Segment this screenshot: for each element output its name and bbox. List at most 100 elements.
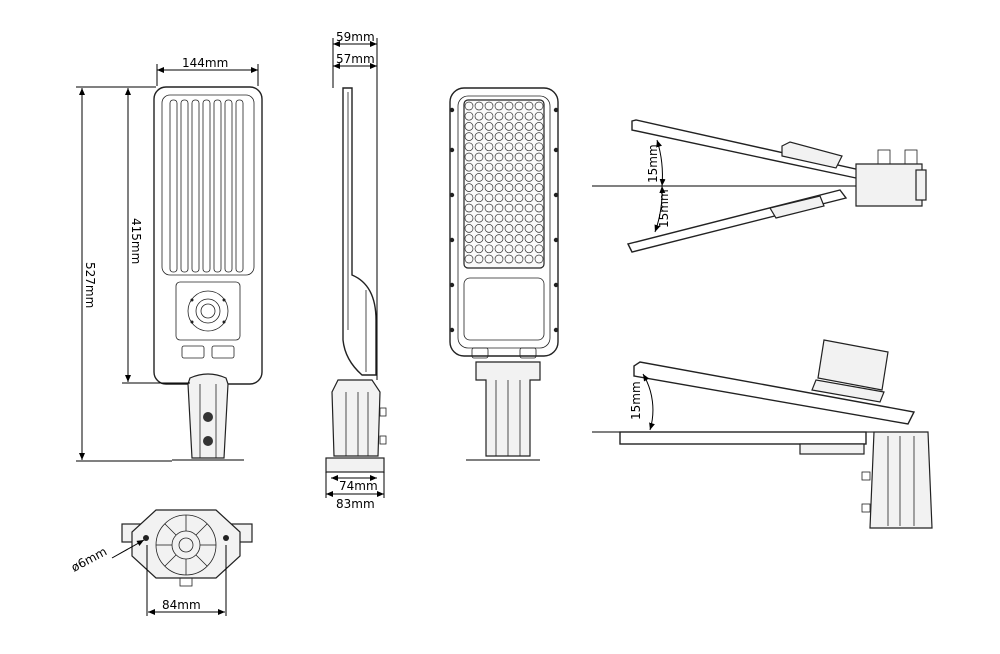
- led-chip: [534, 111, 544, 121]
- led-chip: [494, 244, 504, 254]
- led-chip: [514, 132, 524, 141]
- led-chip: [514, 193, 524, 203]
- led-chip: [474, 122, 484, 131]
- led-chip: [464, 193, 474, 203]
- led-chip: [464, 234, 474, 243]
- led-chip: [464, 244, 474, 254]
- led-chip: [464, 132, 474, 141]
- dimension-527mm: 527mm: [83, 262, 97, 308]
- led-chip: [474, 254, 484, 264]
- led-chip: [534, 213, 544, 223]
- tilt-view-double: 15mm 15mm: [592, 119, 927, 253]
- led-chip: [494, 132, 504, 141]
- led-chip: [504, 193, 514, 203]
- led-chip: [484, 101, 494, 111]
- led-chip: [484, 224, 494, 233]
- led-chip: [474, 213, 484, 223]
- led-chip: [474, 244, 484, 254]
- led-chip: [524, 111, 534, 121]
- dimension-57mm: 57mm: [336, 52, 375, 66]
- led-chip: [464, 142, 474, 152]
- led-chip: [484, 234, 494, 243]
- led-chip: [524, 101, 534, 111]
- led-chip: [514, 203, 524, 213]
- led-chip: [524, 213, 534, 223]
- led-chip: [494, 234, 504, 243]
- dimension-hole-6mm: ø6mm: [69, 544, 109, 574]
- led-chip: [464, 224, 474, 233]
- led-chip: [504, 101, 514, 111]
- led-chip: [514, 183, 524, 192]
- led-chip: [484, 173, 494, 182]
- led-chip: [484, 244, 494, 254]
- led-chip: [474, 132, 484, 141]
- led-chip: [504, 183, 514, 192]
- led-chip: [484, 213, 494, 223]
- led-chip: [474, 183, 484, 192]
- led-chip: [494, 203, 504, 213]
- led-chip: [494, 162, 504, 172]
- led-chip: [534, 101, 544, 111]
- screw-dot: [449, 282, 455, 288]
- screw-dot: [449, 147, 455, 153]
- led-chip: [504, 254, 514, 264]
- led-chip: [484, 132, 494, 141]
- led-chip: [484, 111, 494, 121]
- led-chip: [484, 152, 494, 162]
- led-chip: [514, 111, 524, 121]
- led-chip: [484, 193, 494, 203]
- led-array: [464, 101, 544, 264]
- led-chip: [524, 224, 534, 233]
- led-chip: [514, 152, 524, 162]
- screw-dot: [449, 327, 455, 333]
- led-chip: [484, 142, 494, 152]
- led-chip: [504, 142, 514, 152]
- led-chip: [524, 203, 534, 213]
- led-chip: [464, 122, 474, 131]
- led-chip: [534, 244, 544, 254]
- led-chip: [524, 173, 534, 182]
- dimension-83mm: 83mm: [336, 497, 375, 511]
- led-chip: [464, 203, 474, 213]
- led-chip: [534, 142, 544, 152]
- led-chip: [534, 224, 544, 233]
- led-chip: [504, 122, 514, 131]
- led-chip: [474, 193, 484, 203]
- led-chip: [534, 162, 544, 172]
- led-chip: [494, 224, 504, 233]
- screw-dot: [553, 192, 559, 198]
- led-chip: [514, 122, 524, 131]
- led-chip: [464, 213, 474, 223]
- led-chip: [524, 193, 534, 203]
- led-chip: [514, 213, 524, 223]
- heatsink-fins: [169, 99, 244, 273]
- led-chip: [474, 111, 484, 121]
- led-chip: [474, 101, 484, 111]
- dimension-144mm: 144mm: [182, 56, 228, 70]
- led-chip: [524, 183, 534, 192]
- led-chip: [494, 142, 504, 152]
- housing-screws: [449, 107, 559, 333]
- angle-up-label: 15mm: [646, 144, 660, 183]
- dimension-84mm: 84mm: [162, 598, 201, 612]
- led-chip: [524, 152, 534, 162]
- led-chip: [504, 132, 514, 141]
- led-chip: [514, 244, 524, 254]
- led-chip: [534, 254, 544, 264]
- led-chip: [504, 111, 514, 121]
- led-chip: [494, 111, 504, 121]
- led-chip: [534, 234, 544, 243]
- tilt-view-single: 15mm: [592, 339, 933, 529]
- angle-down-label: 15mm: [657, 189, 671, 228]
- mount-bottom-view: ø6mm 84mm: [69, 509, 253, 616]
- led-chip: [484, 162, 494, 172]
- led-chip: [514, 142, 524, 152]
- led-chip: [524, 234, 534, 243]
- led-chip: [504, 213, 514, 223]
- led-chip: [484, 203, 494, 213]
- led-chip: [474, 142, 484, 152]
- led-chip: [494, 213, 504, 223]
- led-chip: [474, 162, 484, 172]
- led-chip: [514, 224, 524, 233]
- led-chip: [494, 173, 504, 182]
